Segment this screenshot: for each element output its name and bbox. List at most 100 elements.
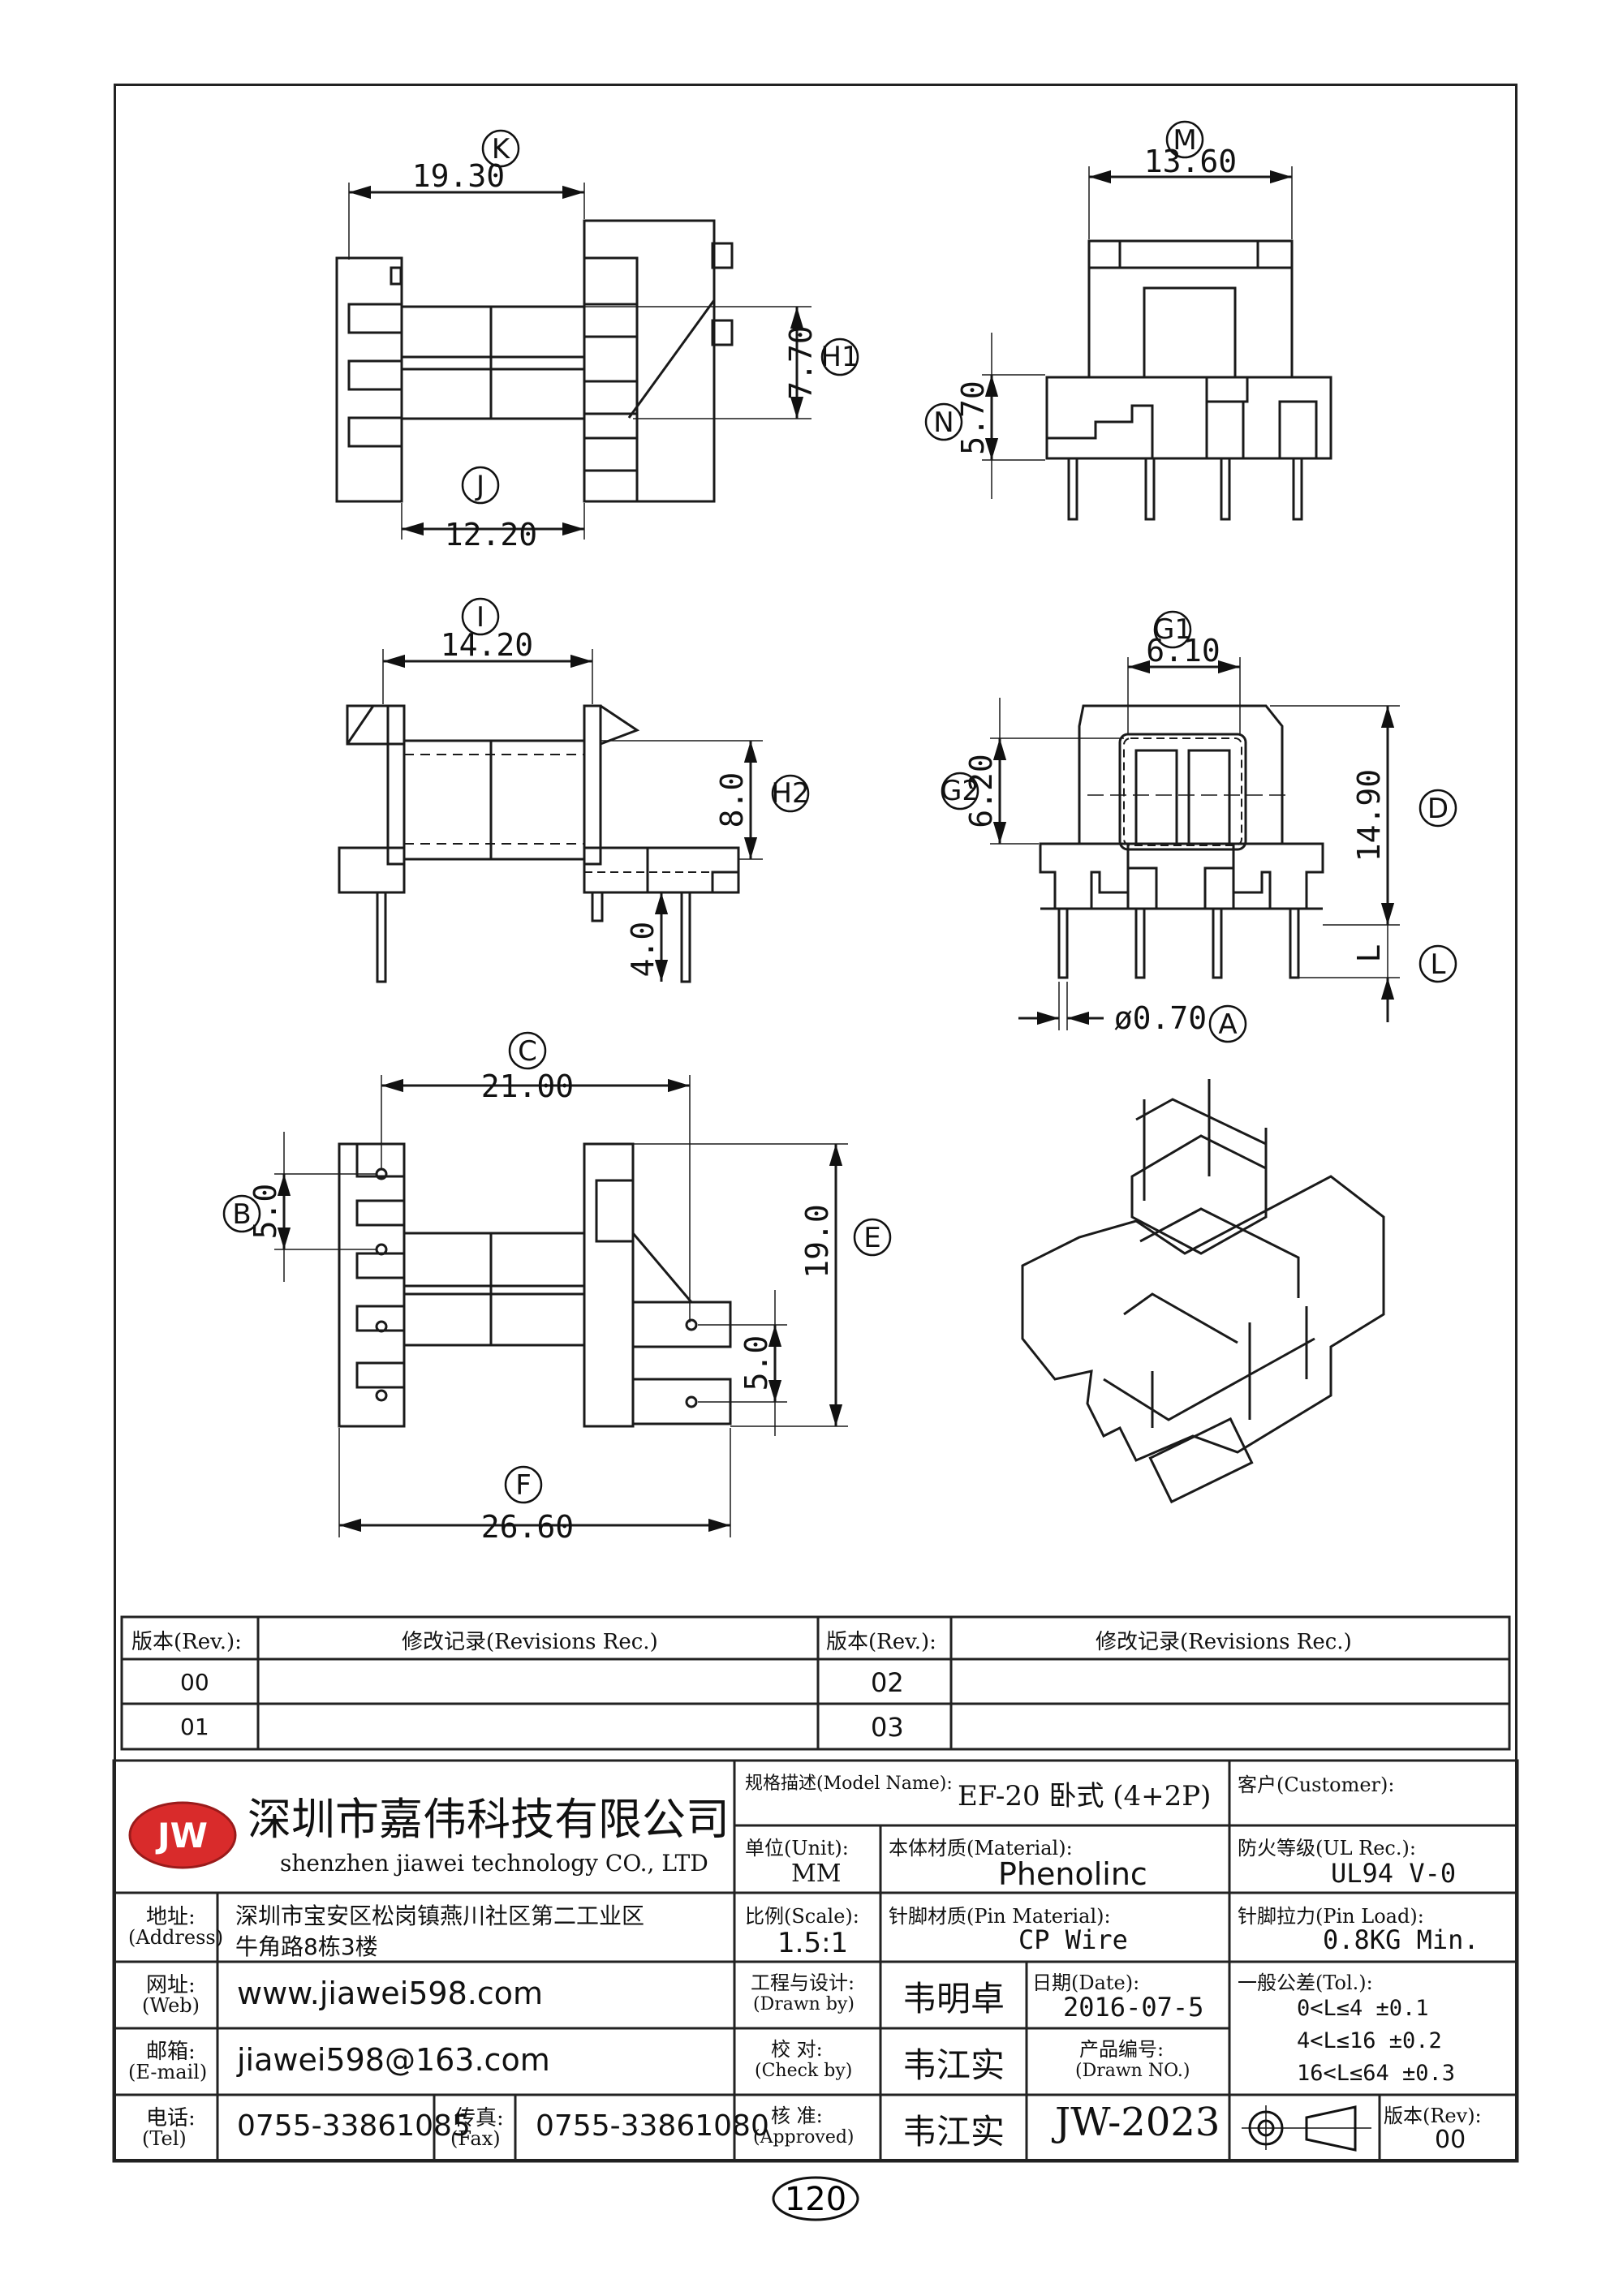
dim-m-value: 13.60 bbox=[1144, 144, 1237, 179]
check-label: 校 对: bbox=[771, 2038, 823, 2061]
rev-rec-header-left: 修改记录(Revisions Rec.) bbox=[402, 1630, 658, 1654]
label-j: J bbox=[475, 470, 484, 502]
dim-pin-length-value: 4.0 bbox=[625, 922, 661, 978]
company-logo bbox=[128, 1801, 237, 1869]
label-l: L bbox=[1431, 948, 1446, 981]
label-b: B bbox=[232, 1198, 251, 1231]
label-i: I bbox=[476, 601, 484, 634]
company-name-cn: 深圳市嘉伟科技有限公司 bbox=[248, 1794, 730, 1845]
customer-label: 客户(Customer): bbox=[1238, 1774, 1395, 1796]
material-label: 本体材质(Material): bbox=[889, 1837, 1073, 1860]
view-side-bobbin bbox=[338, 704, 740, 983]
drawno-label: 产品编号: bbox=[1079, 2038, 1165, 2061]
dim-g2-value: 6.20 bbox=[963, 754, 999, 828]
dim-j-value: 12.20 bbox=[445, 517, 537, 553]
view-front-bobbin bbox=[1039, 704, 1324, 979]
dim-h1-value: 7.70 bbox=[783, 325, 819, 400]
check-by-value: 韦江实 bbox=[902, 2045, 1005, 2085]
label-c: C bbox=[518, 1035, 537, 1068]
label-d: D bbox=[1427, 793, 1449, 825]
tel-label: 电话: bbox=[146, 2106, 196, 2130]
dim-e-value: 19.0 bbox=[799, 1204, 835, 1279]
tolerance-row: 0<L≤4 ±0.1 bbox=[1297, 1996, 1429, 2021]
scale-label: 比例(Scale): bbox=[745, 1905, 859, 1928]
dim-b-value: 5.0 bbox=[248, 1184, 283, 1240]
scale-value: 1.5:1 bbox=[777, 1927, 849, 1959]
date-label: 日期(Date): bbox=[1032, 1971, 1140, 1994]
title-block bbox=[112, 1759, 1519, 2163]
drawn-label-en: (Drawn by) bbox=[753, 1994, 855, 2014]
fax-value: 0755-33861080 bbox=[536, 2109, 769, 2143]
rev-row-right: 02 bbox=[871, 1667, 904, 1698]
drawno-label-en: (Drawn NO.) bbox=[1075, 2061, 1190, 2081]
label-f: F bbox=[515, 1469, 532, 1502]
tolerance-row: 16<L≤64 ±0.3 bbox=[1297, 2061, 1456, 2086]
company-name-en: shenzhen jiawei technology CO., LTD bbox=[280, 1850, 708, 1877]
rev-header-right: 版本(Rev.): bbox=[826, 1630, 936, 1654]
dim-h2-value: 8.0 bbox=[714, 772, 750, 828]
approved-by-value: 韦江实 bbox=[902, 2112, 1005, 2152]
label-m: M bbox=[1173, 124, 1196, 157]
rev-rec-header-right: 修改记录(Revisions Rec.) bbox=[1096, 1630, 1352, 1654]
dim-f-value: 26.60 bbox=[481, 1509, 574, 1545]
email-link[interactable]: jiawei598@163.com bbox=[237, 2042, 550, 2078]
web-link[interactable]: www.jiawei598.com bbox=[237, 1976, 544, 2011]
approved-label: 核 准: bbox=[771, 2105, 823, 2127]
address-line-1: 深圳市宝安区松岗镇燕川社区第二工业区 bbox=[235, 1903, 645, 1929]
revision-table bbox=[120, 1615, 1511, 1751]
view-bottom-bobbin bbox=[338, 1142, 732, 1428]
model-value: EF-20 卧式 (4+2P) bbox=[958, 1780, 1212, 1812]
label-e: E bbox=[863, 1222, 880, 1254]
rev-header-left: 版本(Rev.): bbox=[131, 1630, 242, 1654]
tel-label-en: (Tel) bbox=[142, 2127, 187, 2150]
date-value: 2016-07-5 bbox=[1063, 1992, 1204, 2023]
rev-row-left: 01 bbox=[180, 1713, 209, 1740]
pin-load-label: 针脚拉力(Pin Load): bbox=[1238, 1905, 1424, 1928]
unit-label: 单位(Unit): bbox=[745, 1837, 849, 1860]
pin-material-value: CP Wire bbox=[1018, 1924, 1128, 1955]
drawing-number: JW-2023 bbox=[1055, 2100, 1220, 2145]
label-n: N bbox=[933, 406, 954, 439]
tel-value: 0755-33861085 bbox=[237, 2109, 471, 2143]
approved-label-en: (Approved) bbox=[753, 2127, 855, 2148]
tolerance-label: 一般公差(Tol.): bbox=[1238, 1971, 1373, 1994]
rev-value: 00 bbox=[1435, 2126, 1466, 2154]
drawn-label: 工程与设计: bbox=[751, 1971, 855, 1994]
dim-a-value: ø0.70 bbox=[1114, 1000, 1207, 1036]
address-label: 地址: bbox=[146, 1905, 196, 1929]
label-a: A bbox=[1218, 1008, 1237, 1041]
pin-load-value: 0.8KG Min. bbox=[1323, 1924, 1479, 1955]
model-label: 规格描述(Model Name): bbox=[745, 1774, 953, 1794]
rev-label: 版本(Rev): bbox=[1384, 2105, 1482, 2127]
label-h1: H1 bbox=[820, 341, 859, 373]
check-label-en: (Check by) bbox=[755, 2061, 853, 2081]
page-number-badge bbox=[772, 2176, 859, 2221]
company-logo-text: JW bbox=[155, 1816, 208, 1855]
view-isometric-bobbin bbox=[1021, 1079, 1385, 1504]
dim-pin-pitch-value: 5.0 bbox=[738, 1335, 774, 1391]
unit-value: MM bbox=[791, 1860, 842, 1888]
pin-material-label: 针脚材质(Pin Material): bbox=[889, 1905, 1111, 1928]
fax-label: 传真: bbox=[454, 2106, 504, 2130]
ul-label: 防火等级(UL Rec.): bbox=[1238, 1837, 1416, 1860]
rev-row-right: 03 bbox=[871, 1712, 904, 1743]
email-label-en: (E-mail) bbox=[128, 2061, 208, 2083]
view-top-bobbin bbox=[335, 219, 734, 503]
view-end-bobbin bbox=[1045, 239, 1332, 521]
fax-label-en: (Fax) bbox=[450, 2127, 501, 2150]
label-g1: G1 bbox=[1153, 613, 1192, 646]
dim-l-value: L bbox=[1351, 944, 1387, 963]
label-k: K bbox=[492, 133, 511, 166]
dim-k-value: 19.30 bbox=[412, 158, 505, 194]
ul-value: UL94 V-0 bbox=[1331, 1858, 1457, 1889]
dim-c-value: 21.00 bbox=[481, 1068, 574, 1104]
web-label-en: (Web) bbox=[142, 1994, 200, 2017]
projection-symbol-icon bbox=[1242, 2105, 1371, 2152]
material-value: Phenolinc bbox=[998, 1856, 1147, 1892]
label-g2: G2 bbox=[941, 775, 979, 807]
web-label: 网址: bbox=[146, 1973, 196, 1997]
rev-row-left: 00 bbox=[180, 1669, 209, 1696]
address-line-2: 牛角路8栋3楼 bbox=[235, 1933, 378, 1960]
dim-d-value: 14.90 bbox=[1351, 769, 1387, 862]
